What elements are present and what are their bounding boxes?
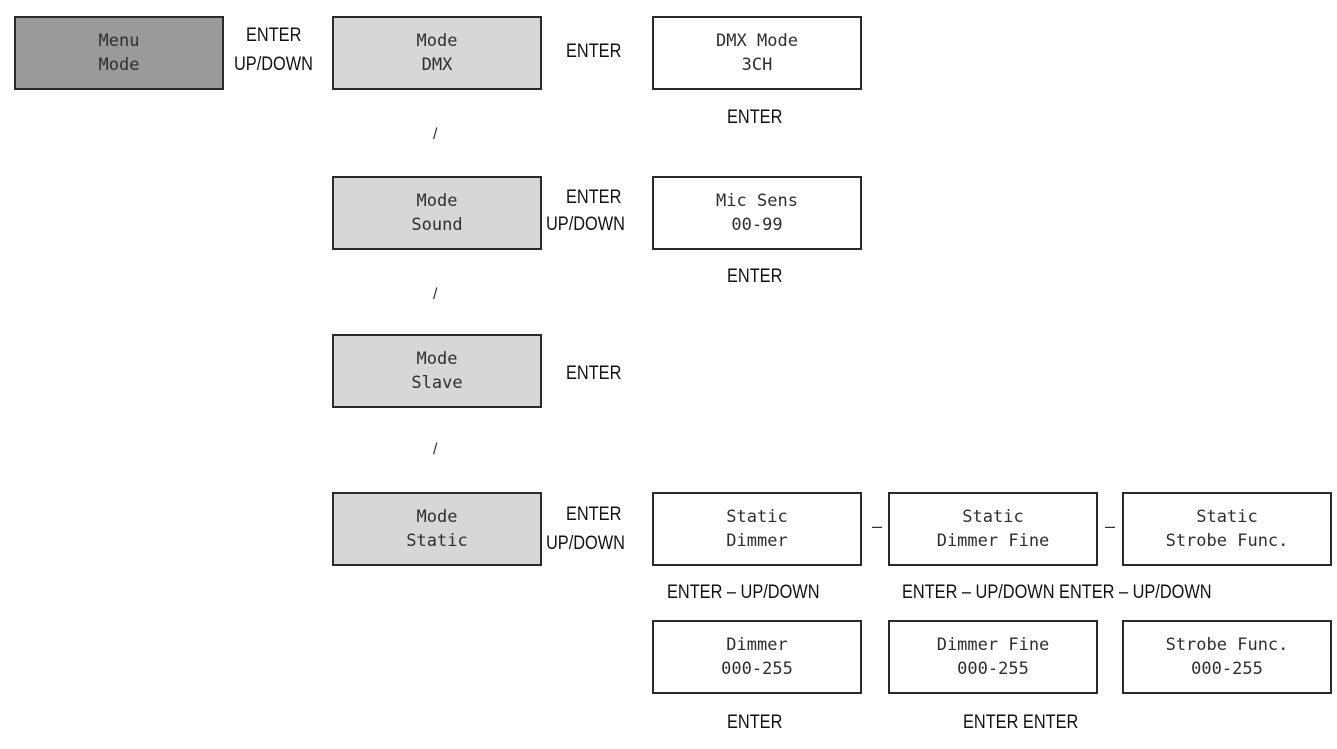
- under-dimmer-value-enter-label: ENTER: [727, 712, 783, 733]
- dmx-to-3ch-enter-label: ENTER: [566, 41, 622, 62]
- static-dimmer-box: Static Dimmer: [652, 492, 862, 566]
- dimmer-value-box: Dimmer 000-255: [652, 620, 862, 694]
- dmx-mode-3ch-line1: DMX Mode: [716, 31, 798, 51]
- mode-dmx-line2: DMX: [421, 55, 453, 75]
- mic-sens-line2: 00-99: [731, 215, 783, 235]
- mode-slave-box: Mode Slave: [332, 334, 542, 408]
- mode-dmx-line1: Mode: [416, 31, 458, 51]
- mic-sens-box: Mic Sens 00-99: [652, 176, 862, 250]
- menu-to-dmx-updown-label: UP/DOWN: [234, 54, 313, 75]
- slave-enter-label: ENTER: [566, 363, 622, 384]
- dimmer-fine-value-box: Dimmer Fine 000-255: [888, 620, 1098, 694]
- sound-to-mic-updown-label: UP/DOWN: [546, 214, 625, 235]
- under-3ch-enter-label: ENTER: [727, 107, 783, 128]
- static-dimmer-line2: Dimmer: [726, 531, 788, 551]
- dash-separator-1: –: [872, 516, 883, 536]
- under-fine-strobe-value-enter-label: ENTER ENTER: [963, 712, 1079, 733]
- slash-separator-1: /: [433, 126, 438, 143]
- dash-separator-2: –: [1105, 516, 1116, 536]
- mic-sens-line1: Mic Sens: [716, 191, 798, 211]
- mode-sound-box: Mode Sound: [332, 176, 542, 250]
- mode-sound-line1: Mode: [416, 191, 458, 211]
- mode-static-box: Mode Static: [332, 492, 542, 566]
- strobe-func-value-box: Strobe Func. 000-255: [1122, 620, 1332, 694]
- menu-mode-line1: Menu: [98, 31, 140, 51]
- mode-static-line1: Mode: [416, 507, 458, 527]
- mode-static-line2: Static: [406, 531, 468, 551]
- static-strobe-func-line2: Strobe Func.: [1165, 531, 1289, 551]
- dimmer-fine-value-line2: 000-255: [957, 659, 1029, 679]
- strobe-func-value-line2: 000-255: [1191, 659, 1263, 679]
- static-to-dimmer-enter-label: ENTER: [566, 504, 622, 525]
- dimmer-fine-value-line1: Dimmer Fine: [936, 635, 1050, 655]
- static-strobe-func-box: Static Strobe Func.: [1122, 492, 1332, 566]
- strobe-func-value-line1: Strobe Func.: [1165, 635, 1289, 655]
- dmx-mode-3ch-box: DMX Mode 3CH: [652, 16, 862, 90]
- dimmer-value-line1: Dimmer: [726, 635, 788, 655]
- slash-separator-2: /: [433, 286, 438, 303]
- under-static-dimmer-label: ENTER – UP/DOWN: [667, 582, 820, 603]
- under-mic-enter-label: ENTER: [727, 266, 783, 287]
- dimmer-value-line2: 000-255: [721, 659, 793, 679]
- dmx-mode-3ch-line2: 3CH: [741, 55, 773, 75]
- mode-slave-line1: Mode: [416, 349, 458, 369]
- static-dimmer-line1: Static: [726, 507, 788, 527]
- under-static-fine-strobe-label: ENTER – UP/DOWN ENTER – UP/DOWN: [902, 582, 1212, 603]
- mode-slave-line2: Slave: [411, 373, 463, 393]
- static-strobe-func-line1: Static: [1196, 507, 1258, 527]
- static-to-dimmer-updown-label: UP/DOWN: [546, 533, 625, 554]
- static-dimmer-fine-line1: Static: [962, 507, 1024, 527]
- slash-separator-3: /: [433, 441, 438, 458]
- mode-dmx-box: Mode DMX: [332, 16, 542, 90]
- menu-to-dmx-enter-label: ENTER: [246, 25, 302, 46]
- menu-mode-box: Menu Mode: [14, 16, 224, 90]
- static-dimmer-fine-line2: Dimmer Fine: [936, 531, 1050, 551]
- static-dimmer-fine-box: Static Dimmer Fine: [888, 492, 1098, 566]
- menu-mode-line2: Mode: [98, 55, 140, 75]
- sound-to-mic-enter-label: ENTER: [566, 187, 622, 208]
- mode-sound-line2: Sound: [411, 215, 463, 235]
